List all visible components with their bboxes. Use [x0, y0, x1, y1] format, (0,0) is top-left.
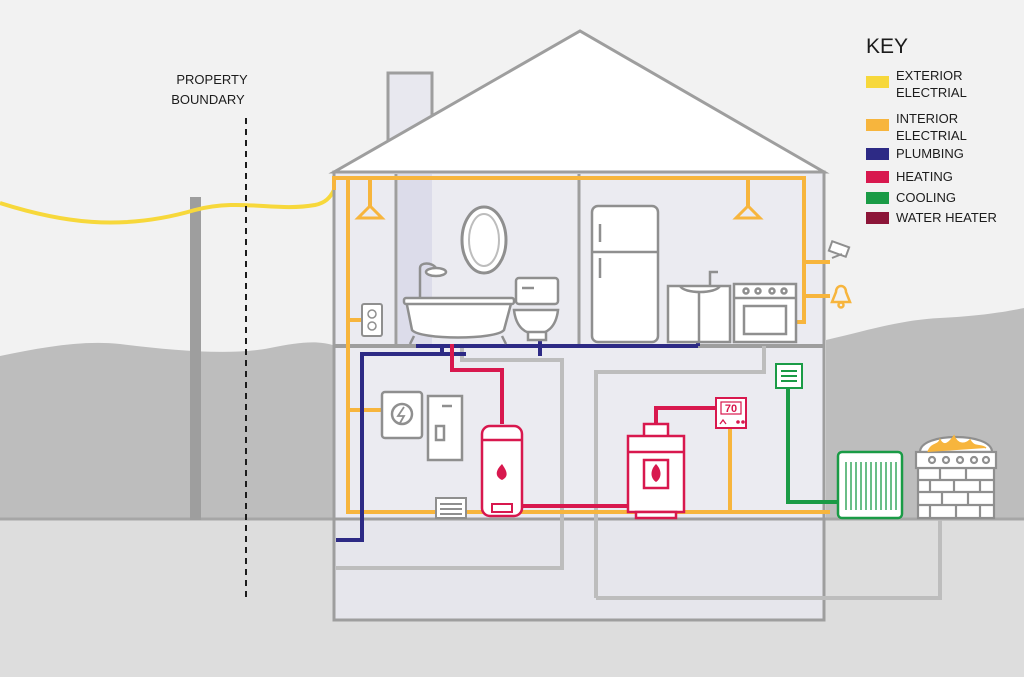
- legend-label-line2: ELECTRIAL: [896, 128, 967, 143]
- boundary-label-line1: PROPERTY: [176, 72, 248, 87]
- ceiling-light-left: [354, 203, 386, 220]
- toilet: [512, 276, 560, 342]
- legend-label: PLUMBING: [896, 146, 964, 161]
- doorbell: [830, 284, 852, 309]
- bathroom-mirror: [460, 205, 508, 275]
- legend-item-interior-electrical: INTERIOR ELECTRIAL: [866, 111, 967, 143]
- legend-label: COOLING: [896, 190, 956, 205]
- cooling-line: [786, 388, 838, 504]
- water-heater: [480, 424, 524, 518]
- oven: [732, 282, 798, 344]
- legend-item-water-heater: WATER HEATER: [866, 210, 997, 225]
- legend: KEY EXTERIOR ELECTRIAL INTERIOR ELECTRIAL PL…: [866, 35, 997, 225]
- legend-swatch: [866, 212, 889, 224]
- property-boundary: PROPERTY BOUNDARY: [171, 72, 248, 598]
- legend-title: KEY: [866, 35, 908, 58]
- legend-item-exterior-electrical: EXTERIOR ELECTRIAL: [866, 68, 967, 100]
- cooling-thermostat: [775, 363, 803, 389]
- floor-vent: [435, 497, 467, 519]
- ac-condenser: [836, 450, 904, 520]
- electrical-panel: [426, 394, 464, 462]
- legend-item-heating: HEATING: [866, 169, 953, 184]
- legend-label: EXTERIOR: [896, 68, 962, 83]
- boundary-label-line2: BOUNDARY: [171, 92, 245, 107]
- utility-pole: [0, 189, 336, 520]
- legend-label-line2: ELECTRIAL: [896, 85, 967, 100]
- legend-swatch: [866, 171, 889, 183]
- furnace: [626, 422, 686, 520]
- legend-label: INTERIOR: [896, 111, 958, 126]
- legend-items: EXTERIOR ELECTRIAL INTERIOR ELECTRIAL PLUMBI…: [866, 68, 997, 225]
- heating-lines: [450, 344, 718, 508]
- outdoor-grill: [914, 434, 998, 520]
- legend-swatch: [866, 148, 889, 160]
- legend-swatch: [866, 119, 889, 131]
- smart-panel: [380, 390, 424, 440]
- bathtub: [402, 262, 516, 345]
- security-camera: [827, 239, 851, 259]
- legend-item-plumbing: PLUMBING: [866, 146, 964, 161]
- thermostat: 70: [715, 397, 747, 429]
- thermostat-reading: 70: [725, 403, 737, 415]
- wall-outlet: [361, 303, 383, 337]
- ceiling-light-right: [732, 203, 764, 220]
- refrigerator: [590, 204, 660, 344]
- legend-item-cooling: COOLING: [866, 190, 956, 205]
- kitchen-sink-cabinet: [666, 270, 732, 344]
- legend-label: HEATING: [896, 169, 953, 184]
- legend-label: WATER HEATER: [896, 210, 997, 225]
- legend-swatch: [866, 76, 889, 88]
- legend-swatch: [866, 192, 889, 204]
